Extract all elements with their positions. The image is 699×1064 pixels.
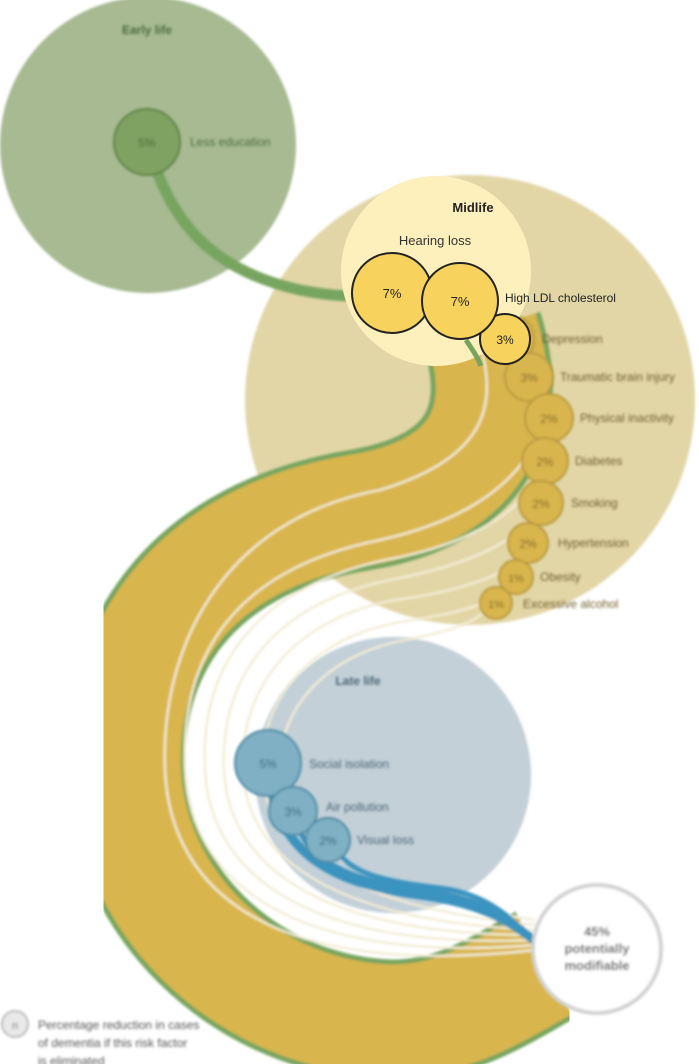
less-education-label: Less education (190, 135, 271, 149)
total-line2: potentially (564, 941, 630, 956)
hypertension-value: 2% (519, 537, 537, 551)
factor-high-ldl-partial: 3% (479, 313, 531, 365)
excessive-alcohol-label: Excessive alcohol (523, 597, 618, 611)
legend: n Percentage reduction in cases of demen… (1, 1010, 199, 1064)
factor-diabetes: 2% Diabetes (521, 437, 622, 485)
late-life-content: Late life 5% Social isolation 3% Air pol… (234, 674, 414, 863)
hypertension-label: Hypertension (558, 536, 629, 550)
midlife-title: Midlife (452, 200, 493, 215)
svg-text:3%: 3% (496, 333, 514, 347)
midlife-focus: Midlife Hearing loss 3% 7% 7% High LDL c… (341, 176, 616, 367)
legend-line3: is eliminated (38, 1054, 105, 1064)
factor-excessive-alcohol: 1% Excessive alcohol (479, 586, 618, 620)
diabetes-label: Diabetes (575, 454, 622, 468)
smoking-label: Smoking (571, 496, 618, 510)
legend-line2: of dementia if this risk factor (38, 1036, 187, 1050)
factor-smoking: 2% Smoking (518, 480, 618, 526)
factor-high-ldl: 7% (421, 262, 499, 340)
legend-symbol-text: n (12, 1020, 18, 1032)
late-life-title: Late life (335, 674, 381, 688)
tbi-label: Traumatic brain injury (560, 370, 675, 384)
factor-hearing-loss: 7% (351, 252, 433, 334)
physical-inactivity-label: Physical inactivity (580, 411, 674, 425)
smoking-value: 2% (532, 497, 550, 511)
focus-green-link (463, 338, 484, 367)
physical-inactivity-value: 2% (540, 412, 558, 426)
main-flow-band (68, 313, 573, 1064)
early-life-title: Early life (122, 23, 172, 37)
factor-tbi: 3% Traumatic brain injury (504, 352, 675, 402)
obesity-value: 1% (508, 573, 524, 585)
high-ldl-value: 7% (451, 294, 470, 309)
factor-hypertension: 2% Hypertension (507, 522, 629, 564)
depression-label: Depression (542, 332, 603, 346)
legend-line1: Percentage reduction in cases (38, 1018, 199, 1032)
diabetes-value: 2% (536, 455, 554, 469)
hearing-loss-value: 7% (383, 286, 402, 301)
total-line3: modifiable (564, 958, 629, 973)
flow-bands (63, 148, 575, 1064)
total-circle: 45% potentially modifiable (531, 883, 663, 1015)
tbi-value: 3% (520, 371, 538, 385)
visual-loss-value: 2% (319, 834, 337, 848)
excessive-alcohol-value: 1% (488, 599, 504, 611)
air-pollution-label: Air pollution (326, 800, 389, 814)
total-percent: 45% (584, 924, 610, 939)
less-education-value: 5% (138, 136, 156, 150)
obesity-label: Obesity (540, 570, 581, 584)
factor-social-isolation (234, 729, 302, 797)
factor-visual-loss (305, 817, 351, 863)
factor-obesity: 1% Obesity (498, 559, 581, 595)
visual-loss-label: Visual loss (357, 833, 414, 847)
social-isolation-value: 5% (259, 757, 277, 771)
factor-less-education (113, 108, 181, 176)
factor-air-pollution (268, 786, 318, 836)
midlife-chain: 3% Depression 3% Traumatic brain injury … (479, 314, 675, 620)
air-pollution-value: 3% (284, 805, 302, 819)
social-isolation-label: Social isolation (309, 757, 389, 771)
high-ldl-label: High LDL cholesterol (505, 291, 616, 305)
hearing-loss-label: Hearing loss (399, 233, 472, 248)
legend-symbol (1, 1010, 29, 1038)
early-life-content: Early life 5% Less education (113, 23, 271, 176)
